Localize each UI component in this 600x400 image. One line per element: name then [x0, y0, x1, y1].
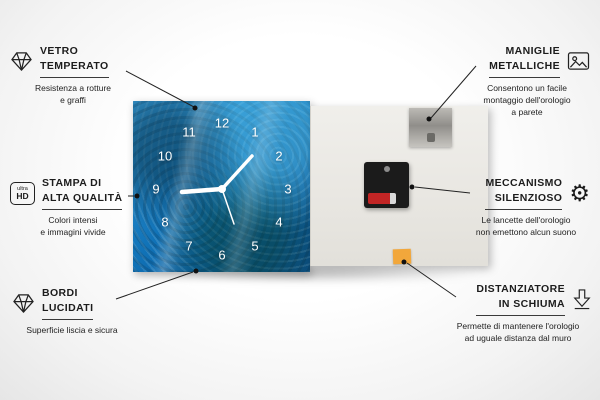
clock-number-12: 12 — [214, 115, 230, 131]
callout-bordi-lucidati: BORDI LUCIDATI Superficie liscia e sicur… — [12, 286, 132, 337]
clock-number-2: 2 — [275, 148, 283, 164]
clock-number-3: 3 — [284, 181, 292, 197]
metal-bracket — [409, 108, 452, 147]
clock-mechanism — [364, 162, 409, 208]
callout-distanziatore-in-schiuma: DISTANZIATORE IN SCHIUMA Permette di man… — [444, 282, 592, 345]
clock-hands — [179, 154, 254, 225]
title-line: METALLICHE — [489, 60, 560, 73]
gear-icon: ⚙ — [569, 179, 590, 206]
foam-spacer — [392, 248, 412, 265]
clock-front-panel: 12 1 2 3 4 5 6 7 8 9 10 11 — [133, 101, 310, 272]
ultra-label: ultra — [17, 185, 28, 192]
title-line: MECCANISMO — [485, 177, 563, 189]
hanging-hole — [383, 166, 390, 172]
callout-title: VETRO TEMPERATO — [40, 44, 109, 79]
callout-description: Colori intensi e immagini vivide — [40, 215, 106, 238]
title-line: SILENZIOSO — [494, 192, 563, 205]
title-line: LUCIDATI — [42, 302, 94, 315]
callout-description: Superficie liscia e sicura — [26, 325, 118, 336]
title-line: IN SCHIUMA — [498, 298, 565, 311]
callout-title: MECCANISMO SILENZIOSO — [485, 176, 563, 211]
callout-description: Resistenza a rotture e graffi — [34, 83, 112, 106]
callout-meccanismo-silenzioso: MECCANISMO SILENZIOSO ⚙ Le lancette dell… — [462, 176, 590, 239]
callout-title: STAMPA DI ALTA QUALITÀ — [42, 176, 123, 211]
clock-number-1: 1 — [251, 124, 259, 140]
title-line: TEMPERATO — [40, 60, 109, 73]
callout-title: DISTANZIATORE IN SCHIUMA — [476, 282, 565, 317]
callout-maniglie-metalliche: MANIGLIE METALLICHE Consentono un facile… — [464, 44, 590, 119]
callout-description: Consentono un facile montaggio dell'orol… — [483, 83, 571, 118]
clock-number-5: 5 — [251, 238, 259, 254]
callout-description: Le lancette dell'orologio non emettono a… — [475, 215, 577, 238]
ultra-hd-icon: ultra HD — [10, 181, 35, 205]
title-line: MANIGLIE — [505, 45, 560, 57]
hd-label: HD — [16, 190, 29, 201]
title-line: DISTANZIATORE — [476, 283, 565, 295]
diamond-icon — [10, 51, 33, 72]
title-line: STAMPA DI — [42, 177, 102, 189]
title-line: ALTA QUALITÀ — [42, 192, 123, 205]
picture-frame-icon — [567, 51, 590, 71]
clock-number-10: 10 — [157, 148, 173, 164]
arrow-down-icon — [572, 288, 592, 310]
title-line: VETRO — [40, 45, 79, 57]
callout-description: Permette di mantenere l'orologio ad ugua… — [456, 321, 580, 344]
diamond-icon — [12, 293, 35, 314]
clock-back-panel — [310, 106, 488, 266]
clock-number-9: 9 — [152, 181, 160, 197]
title-line: BORDI — [42, 287, 78, 299]
clock-number-11: 11 — [182, 124, 196, 140]
callout-title: BORDI LUCIDATI — [42, 286, 94, 321]
clock-number-8: 8 — [161, 214, 169, 230]
callout-vetro-temperato: VETRO TEMPERATO Resistenza a rotture e g… — [10, 44, 136, 107]
callout-title: MANIGLIE METALLICHE — [489, 44, 560, 79]
clock-number-4: 4 — [275, 214, 283, 230]
clock-number-6: 6 — [218, 247, 226, 263]
clock-number-7: 7 — [185, 238, 193, 254]
callout-stampa-alta-qualita: ultra HD STAMPA DI ALTA QUALITÀ Colori i… — [10, 176, 136, 239]
bracket-slot — [426, 133, 435, 142]
battery — [368, 193, 396, 204]
